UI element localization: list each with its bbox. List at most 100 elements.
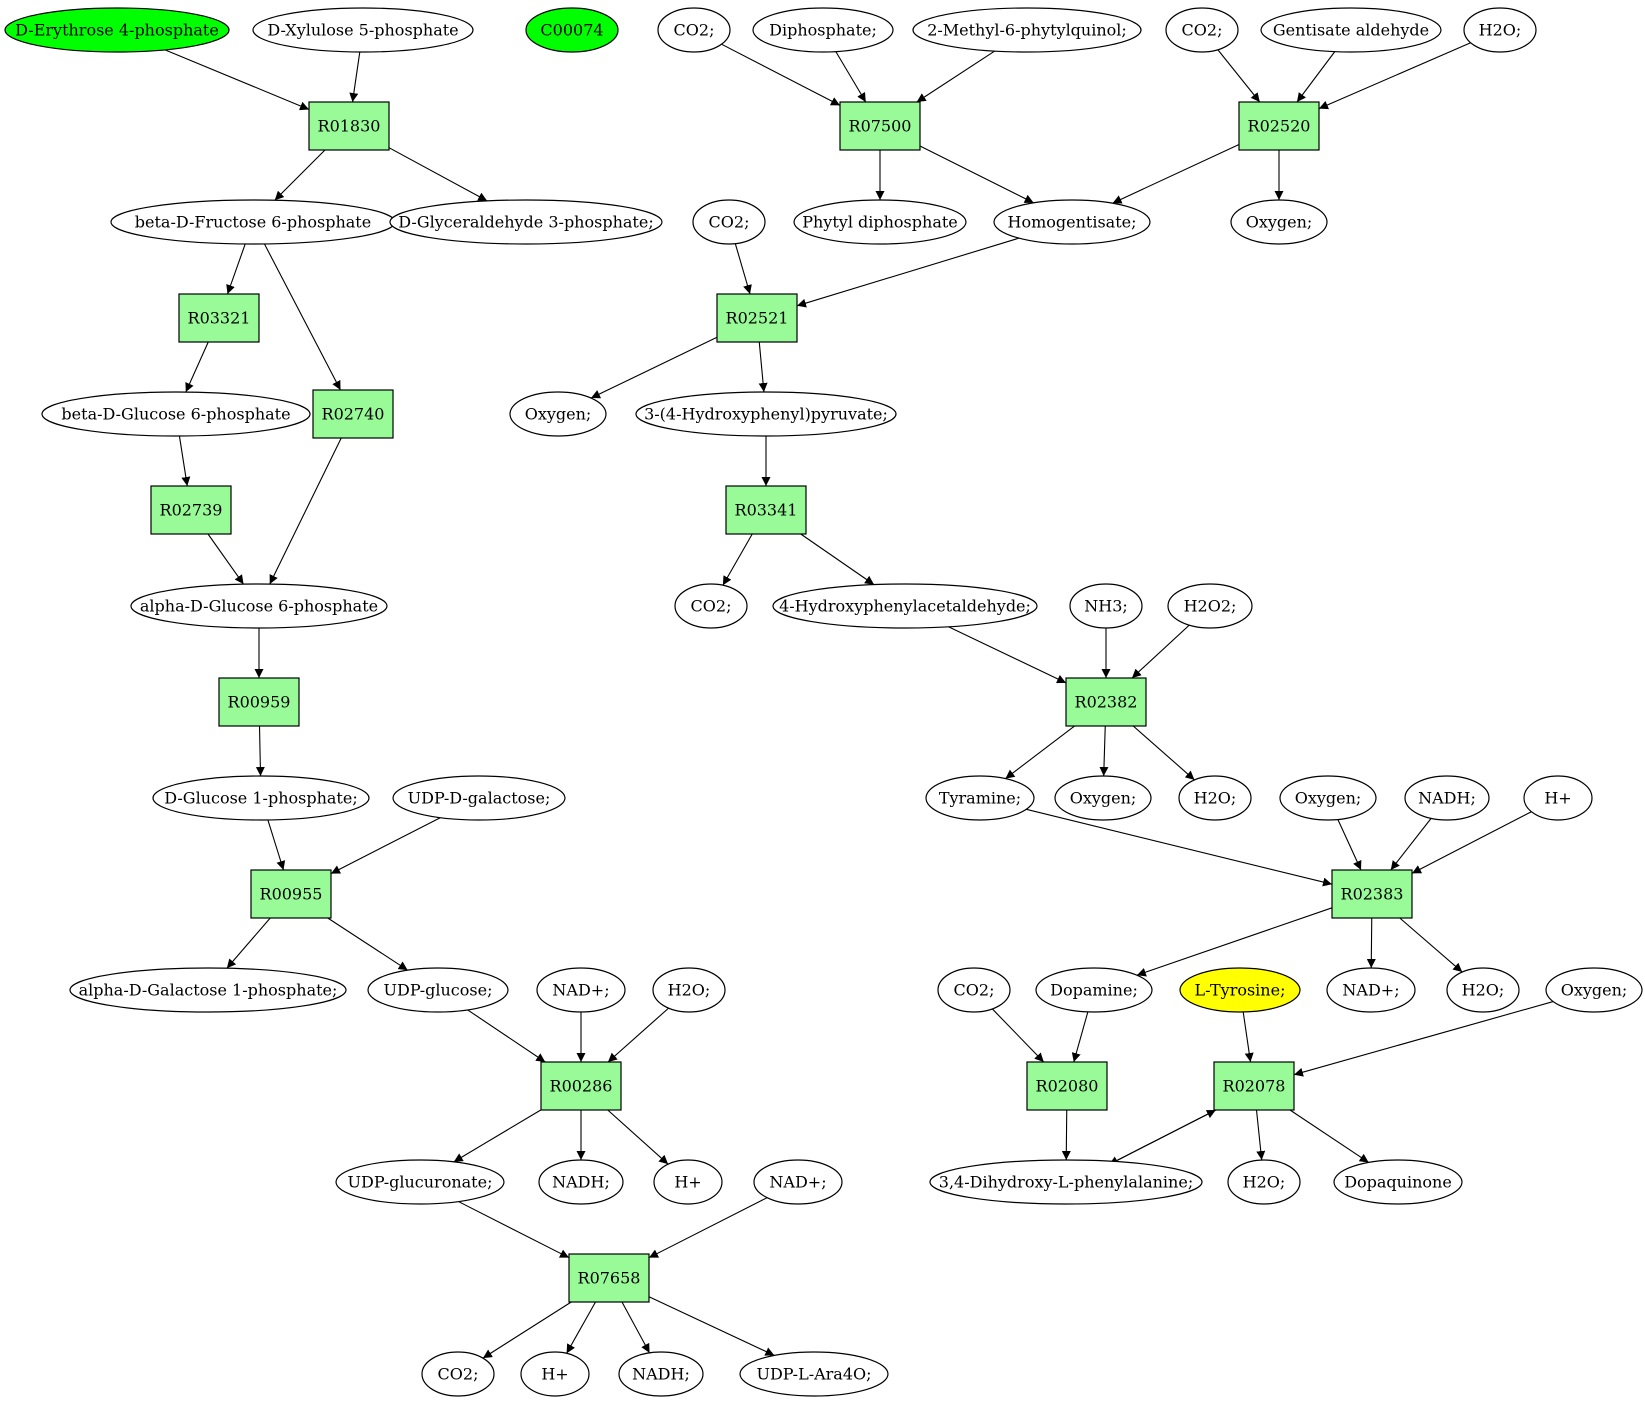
compound-node-l-tyrosine[interactable]: L-Tyrosine; bbox=[1179, 967, 1301, 1013]
edge-r-r02521-to-c-hpp bbox=[758, 341, 768, 393]
edge-r-r07658-to-c-udpara bbox=[648, 1296, 775, 1356]
compound-node-3-4-hydroxyphenyl-pyruvate[interactable]: 3-(4-Hydroxyphenyl)pyruvate; bbox=[635, 391, 897, 437]
compound-node-phytyl-diphosphate[interactable]: Phytyl diphosphate bbox=[793, 199, 967, 245]
compound-node-alpha-d-glucose-6-phosphate[interactable]: alpha-D-Glucose 6-phosphate bbox=[130, 583, 388, 629]
compound-ellipse bbox=[1446, 967, 1520, 1013]
compound-node-co2[interactable]: CO2; bbox=[657, 7, 731, 53]
compound-node-3-4-dihydroxy-l-phenylalanine[interactable]: 3,4-Dihydroxy-L-phenylalanine; bbox=[929, 1159, 1203, 1205]
edge-c-nadh-a-to-r-r02383 bbox=[1390, 818, 1432, 871]
compound-node-oxygen[interactable]: Oxygen; bbox=[1230, 199, 1328, 245]
compound-node-beta-d-glucose-6-phosphate[interactable]: beta-D-Glucose 6-phosphate bbox=[41, 391, 311, 437]
compound-node-oxygen[interactable]: Oxygen; bbox=[1054, 775, 1152, 821]
compound-node-dopamine[interactable]: Dopamine; bbox=[1035, 967, 1153, 1013]
edge-c-diphosphate-to-r-r07500 bbox=[835, 51, 867, 103]
edge-r-r02078-to-c-h2o-e bbox=[1255, 1109, 1266, 1161]
compound-node-co2[interactable]: CO2; bbox=[674, 583, 748, 629]
compound-node-h2o[interactable]: H2O; bbox=[1446, 967, 1520, 1013]
reaction-node-r03341[interactable]: R03341 bbox=[725, 485, 807, 535]
reaction-node-r00955[interactable]: R00955 bbox=[250, 869, 332, 919]
reaction-node-r02383[interactable]: R02383 bbox=[1331, 869, 1413, 919]
compound-node-nad[interactable]: NAD+; bbox=[1326, 967, 1416, 1013]
reaction-node-r07658[interactable]: R07658 bbox=[568, 1253, 650, 1303]
compound-node-oxygen[interactable]: Oxygen; bbox=[1545, 967, 1643, 1013]
compound-node-homogentisate[interactable]: Homogentisate; bbox=[993, 199, 1151, 245]
compound-node-tyramine[interactable]: Tyramine; bbox=[925, 775, 1035, 821]
compound-ellipse bbox=[912, 7, 1142, 53]
edge-c-glc1p-to-r-r00955 bbox=[267, 819, 286, 871]
edge-r-r02078-to-c-dopa bbox=[1108, 1109, 1217, 1166]
compound-node-udp-d-galactose[interactable]: UDP-D-galactose; bbox=[392, 775, 566, 821]
reaction-node-r07500[interactable]: R07500 bbox=[839, 101, 921, 151]
compound-ellipse bbox=[1545, 967, 1643, 1013]
compound-node-oxygen[interactable]: Oxygen; bbox=[1279, 775, 1377, 821]
reaction-node-r01830[interactable]: R01830 bbox=[308, 101, 390, 151]
compound-node-nad[interactable]: NAD+; bbox=[753, 1159, 843, 1205]
edge-r-r07658-to-c-hplus-c bbox=[566, 1301, 596, 1354]
compound-node-h2o[interactable]: H2O; bbox=[1463, 7, 1537, 53]
reaction-box bbox=[150, 485, 232, 535]
node-label: H2O; bbox=[1194, 789, 1237, 808]
compound-node-co2[interactable]: CO2; bbox=[1165, 7, 1239, 53]
compound-node-oxygen[interactable]: Oxygen; bbox=[509, 391, 607, 437]
compound-node-alpha-d-galactose-1-phosphate[interactable]: alpha-D-Galactose 1-phosphate; bbox=[69, 967, 347, 1013]
reaction-box bbox=[1065, 677, 1147, 727]
compound-node-co2[interactable]: CO2; bbox=[937, 967, 1011, 1013]
compound-node-beta-d-fructose-6-phosphate[interactable]: beta-D-Fructose 6-phosphate bbox=[110, 199, 396, 245]
compound-node-udp-glucose[interactable]: UDP-glucose; bbox=[367, 967, 509, 1013]
reaction-node-r02078[interactable]: R02078 bbox=[1213, 1061, 1295, 1111]
compound-ellipse bbox=[652, 967, 726, 1013]
compound-node-diphosphate[interactable]: Diphosphate; bbox=[752, 7, 894, 53]
node-label: alpha-D-Galactose 1-phosphate; bbox=[79, 981, 338, 1000]
node-label: Homogentisate; bbox=[1008, 213, 1137, 232]
compound-node-gentisate-aldehyde[interactable]: Gentisate aldehyde bbox=[1260, 7, 1442, 53]
compound-node-d-xylulose-5-phosphate[interactable]: D-Xylulose 5-phosphate bbox=[252, 7, 474, 53]
node-label: CO2; bbox=[1182, 21, 1223, 40]
compound-node-2-methyl-6-phytylquinol[interactable]: 2-Methyl-6-phytylquinol; bbox=[912, 7, 1142, 53]
reaction-node-r03321[interactable]: R03321 bbox=[178, 293, 260, 343]
compound-ellipse bbox=[692, 199, 766, 245]
compound-node-c00074[interactable]: C00074 bbox=[525, 7, 619, 53]
reaction-node-r02739[interactable]: R02739 bbox=[150, 485, 232, 535]
compound-node-udp-l-ara4o[interactable]: UDP-L-Ara4O; bbox=[739, 1351, 889, 1397]
compound-ellipse bbox=[618, 1351, 704, 1397]
reaction-node-r02080[interactable]: R02080 bbox=[1026, 1061, 1108, 1111]
reaction-node-r02521[interactable]: R02521 bbox=[716, 293, 798, 343]
compound-node-h2o2[interactable]: H2O2; bbox=[1167, 583, 1253, 629]
compound-node-co2[interactable]: CO2; bbox=[421, 1351, 495, 1397]
reaction-node-r00959[interactable]: R00959 bbox=[218, 677, 300, 727]
compound-ellipse bbox=[772, 583, 1038, 629]
edge-r-r02383-to-c-nadplus-b bbox=[1366, 917, 1376, 969]
compound-node-d-glyceraldehyde-3-phosphate[interactable]: D-Glyceraldehyde 3-phosphate; bbox=[389, 199, 663, 245]
compound-node-nadh[interactable]: NADH; bbox=[538, 1159, 624, 1205]
reaction-node-r02520[interactable]: R02520 bbox=[1238, 101, 1320, 151]
edge-r-r00286-to-c-udpglcua bbox=[453, 1109, 542, 1163]
node-label: Tyramine; bbox=[939, 789, 1021, 808]
compound-node-dopaquinone[interactable]: Dopaquinone bbox=[1333, 1159, 1463, 1205]
compound-node-d-glucose-1-phosphate[interactable]: D-Glucose 1-phosphate; bbox=[152, 775, 370, 821]
compound-node-nadh[interactable]: NADH; bbox=[1404, 775, 1490, 821]
compound-node-co2[interactable]: CO2; bbox=[692, 199, 766, 245]
compound-node-nh3[interactable]: NH3; bbox=[1069, 583, 1143, 629]
node-label: Diphosphate; bbox=[769, 21, 877, 40]
compound-node-h2o[interactable]: H2O; bbox=[652, 967, 726, 1013]
compound-node-h2o[interactable]: H2O; bbox=[1227, 1159, 1301, 1205]
compound-ellipse bbox=[635, 391, 897, 437]
reaction-node-r00286[interactable]: R00286 bbox=[540, 1061, 622, 1111]
edge-c-hpaa-to-r-r02382 bbox=[948, 626, 1067, 684]
compound-node-nad[interactable]: NAD+; bbox=[536, 967, 626, 1013]
edge-r-r00955-to-c-udpglc bbox=[327, 917, 408, 971]
compound-node-4-hydroxyphenylacetaldehyde[interactable]: 4-Hydroxyphenylacetaldehyde; bbox=[772, 583, 1038, 629]
reaction-node-r02740[interactable]: R02740 bbox=[312, 389, 394, 439]
compound-node-nadh[interactable]: NADH; bbox=[618, 1351, 704, 1397]
compound-node-h[interactable]: H+ bbox=[653, 1159, 723, 1205]
node-label: Oxygen; bbox=[1561, 981, 1628, 1000]
reaction-node-r02382[interactable]: R02382 bbox=[1065, 677, 1147, 727]
compound-node-d-erythrose-4-phosphate[interactable]: D-Erythrose 4-phosphate bbox=[4, 7, 230, 53]
edge-c-h2o2-to-r-r02382 bbox=[1131, 624, 1190, 679]
reaction-box bbox=[178, 293, 260, 343]
node-label: beta-D-Glucose 6-phosphate bbox=[61, 405, 290, 424]
compound-node-h2o[interactable]: H2O; bbox=[1178, 775, 1252, 821]
compound-node-udp-glucuronate[interactable]: UDP-glucuronate; bbox=[335, 1159, 505, 1205]
compound-node-h[interactable]: H+ bbox=[520, 1351, 590, 1397]
compound-node-h[interactable]: H+ bbox=[1523, 775, 1593, 821]
